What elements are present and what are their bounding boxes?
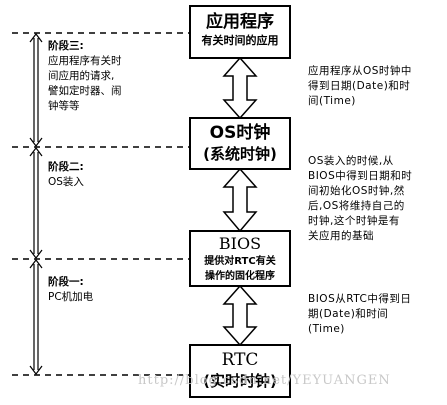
stage-two-bracket xyxy=(29,147,43,259)
stage-two-label: 阶段二: OS装入 xyxy=(48,160,178,190)
rtc-box: RTC (实时时钟) xyxy=(189,344,291,398)
stage-two-title: 阶段二: xyxy=(48,161,84,173)
stage-one-bracket xyxy=(29,259,43,375)
os-box-title: OS时钟 xyxy=(209,123,271,143)
note-line: OS装入的时候,从 xyxy=(308,155,394,167)
stage-one-title: 阶段一: xyxy=(48,276,84,288)
stage-three-line: 应用程序有关时 xyxy=(48,55,122,67)
app-box: 应用程序 有关时间的应用 xyxy=(189,5,291,59)
app-box-subtitle: 有关时间的应用 xyxy=(201,34,279,47)
note-line: 间初始化OS时钟,然 xyxy=(308,185,405,197)
stage-two-line: OS装入 xyxy=(48,176,84,188)
note-line: BIOS从RTC中得到日 xyxy=(308,293,412,305)
stage-one-label: 阶段一: PC机加电 xyxy=(48,275,178,305)
note-app-os: 应用程序从OS时钟中 得到日期(Date)和时 间(Time) xyxy=(308,64,446,109)
watermark: http://blog.csdn.net/YEYUANGEN xyxy=(138,373,391,388)
stage-three-line: 钟等等 xyxy=(48,100,80,112)
note-os-bios: OS装入的时候,从 BIOS中得到日期和时 间初始化OS时钟,然 后,OS将维持… xyxy=(308,154,446,244)
note-line: BIOS中得到日期和时 xyxy=(308,170,413,182)
stage-three-line: 譬如定时器、闹 xyxy=(48,85,122,97)
note-line: 期(Date)和时间 xyxy=(308,308,389,320)
double-arrow-bios-rtc xyxy=(222,284,258,347)
stage-one-line: PC机加电 xyxy=(48,291,94,303)
note-line: 后,OS将维持自己的 xyxy=(308,200,405,212)
os-box-subtitle: (系统时钟) xyxy=(203,145,277,163)
bios-box: BIOS 提供对RTC有关 操作的固化程序 xyxy=(189,230,291,287)
note-bios-rtc: BIOS从RTC中得到日 期(Date)和时间 (Time) xyxy=(308,292,446,337)
bios-box-line2: 提供对RTC有关 xyxy=(204,256,276,267)
bios-box-line3: 操作的固化程序 xyxy=(205,271,275,282)
double-arrow-app-os xyxy=(222,56,258,120)
note-line: 时钟,这个时钟是有 xyxy=(308,215,400,227)
bios-box-title: BIOS xyxy=(218,234,262,253)
note-line: 得到日期(Date)和时 xyxy=(308,80,411,92)
stage-three-line: 间应用的请求, xyxy=(48,70,115,82)
rtc-box-subtitle: (实时时钟) xyxy=(203,372,277,390)
os-box: OS时钟 (系统时钟) xyxy=(189,117,291,170)
stage-three-bracket xyxy=(29,33,43,147)
note-line: 间(Time) xyxy=(308,95,356,107)
stage-three-label: 阶段三: 应用程序有关时 间应用的请求, 譬如定时器、闹 钟等等 xyxy=(48,39,180,114)
app-box-title: 应用程序 xyxy=(206,12,274,32)
rtc-box-title: RTC xyxy=(221,350,259,370)
double-arrow-os-bios xyxy=(222,167,258,233)
note-line: 关应用的基础 xyxy=(308,230,374,242)
note-line: 应用程序从OS时钟中 xyxy=(308,65,412,77)
note-line: (Time) xyxy=(308,323,345,335)
stage-three-title: 阶段三: xyxy=(48,40,84,52)
